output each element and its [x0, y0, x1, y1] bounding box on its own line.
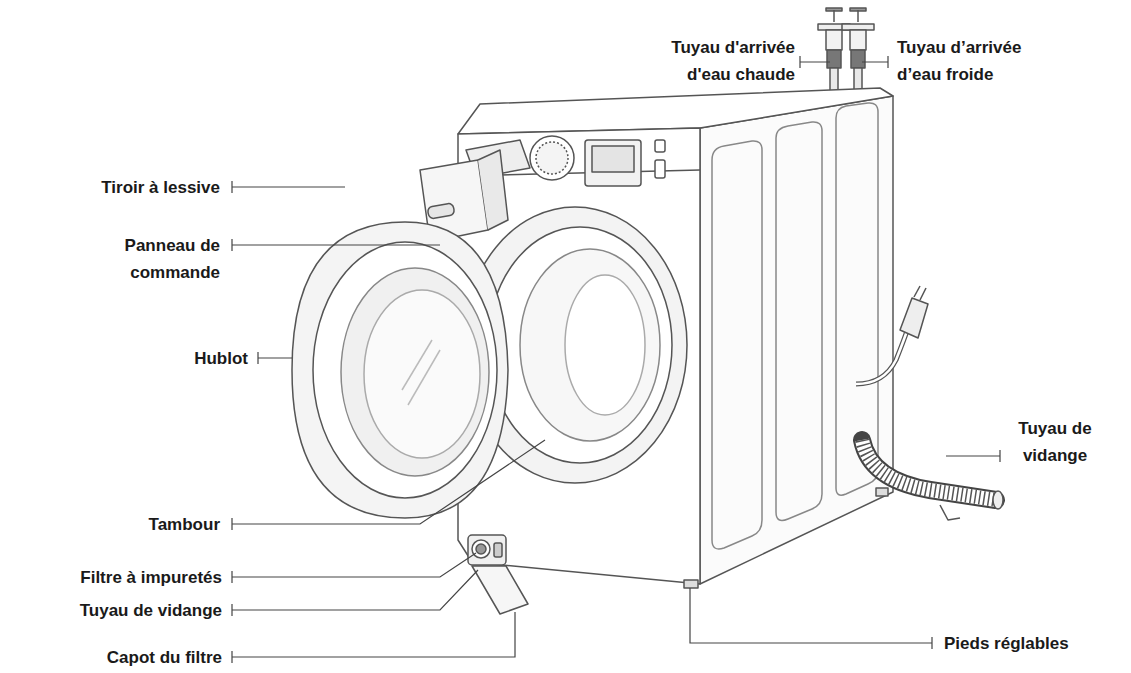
water-taps [818, 8, 874, 94]
power-cord [856, 286, 928, 384]
part-label: Capot du filtre [12, 644, 222, 671]
part-label: Tuyau d'arrivée d'eau chaude [645, 34, 795, 88]
part-label: Filtre à impuretés [12, 564, 222, 591]
part-label: Tuyau d’arrivée d’eau froide [897, 34, 1047, 88]
part-label: Tiroir à lessive [20, 174, 220, 201]
leader-lines [232, 56, 1000, 663]
part-label: Tuyau de vidange [1005, 415, 1105, 469]
part-label: Pieds réglables [944, 630, 1124, 657]
part-label: Hublot [128, 345, 248, 372]
washer-body [292, 88, 893, 614]
drain-hose [862, 440, 1003, 520]
part-label: Tuyau de vidange [12, 597, 222, 624]
part-label: Panneau de commande [110, 232, 220, 286]
part-label: Tambour [70, 511, 220, 538]
